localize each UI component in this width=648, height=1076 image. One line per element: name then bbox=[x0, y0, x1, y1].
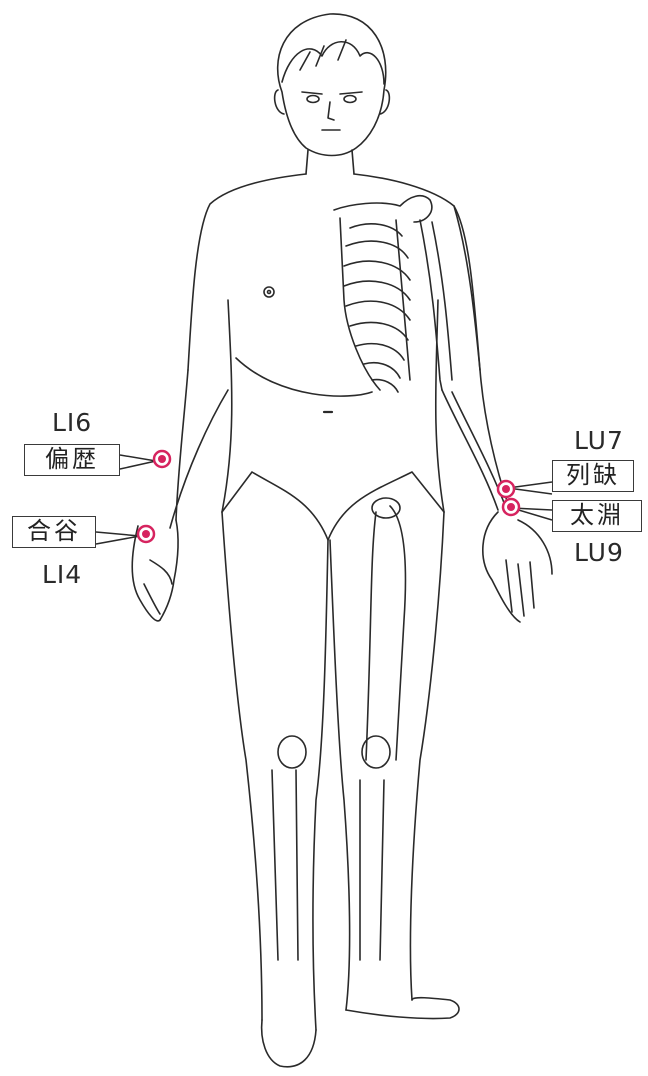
acupoint-lu9-name: 太淵 bbox=[552, 500, 642, 532]
rib-cage bbox=[334, 196, 432, 392]
right-arm bbox=[420, 206, 552, 622]
acupoint-markers bbox=[138, 451, 519, 542]
acupoint-li4-code: LI4 bbox=[42, 562, 82, 587]
face bbox=[302, 92, 362, 130]
acupoint-li6-name: 偏歴 bbox=[24, 444, 120, 476]
acupoint-li6-code: LI6 bbox=[52, 410, 92, 435]
legs bbox=[222, 498, 459, 1067]
torso bbox=[188, 150, 480, 540]
left-arm bbox=[132, 370, 228, 621]
acupoint-lu9-code: LU9 bbox=[574, 540, 624, 565]
acupoint-li4-name: 合谷 bbox=[12, 516, 96, 548]
acupoint-lu7-name: 列缺 bbox=[552, 460, 634, 492]
head bbox=[275, 14, 390, 156]
acupoint-lu7-code: LU7 bbox=[574, 428, 624, 453]
